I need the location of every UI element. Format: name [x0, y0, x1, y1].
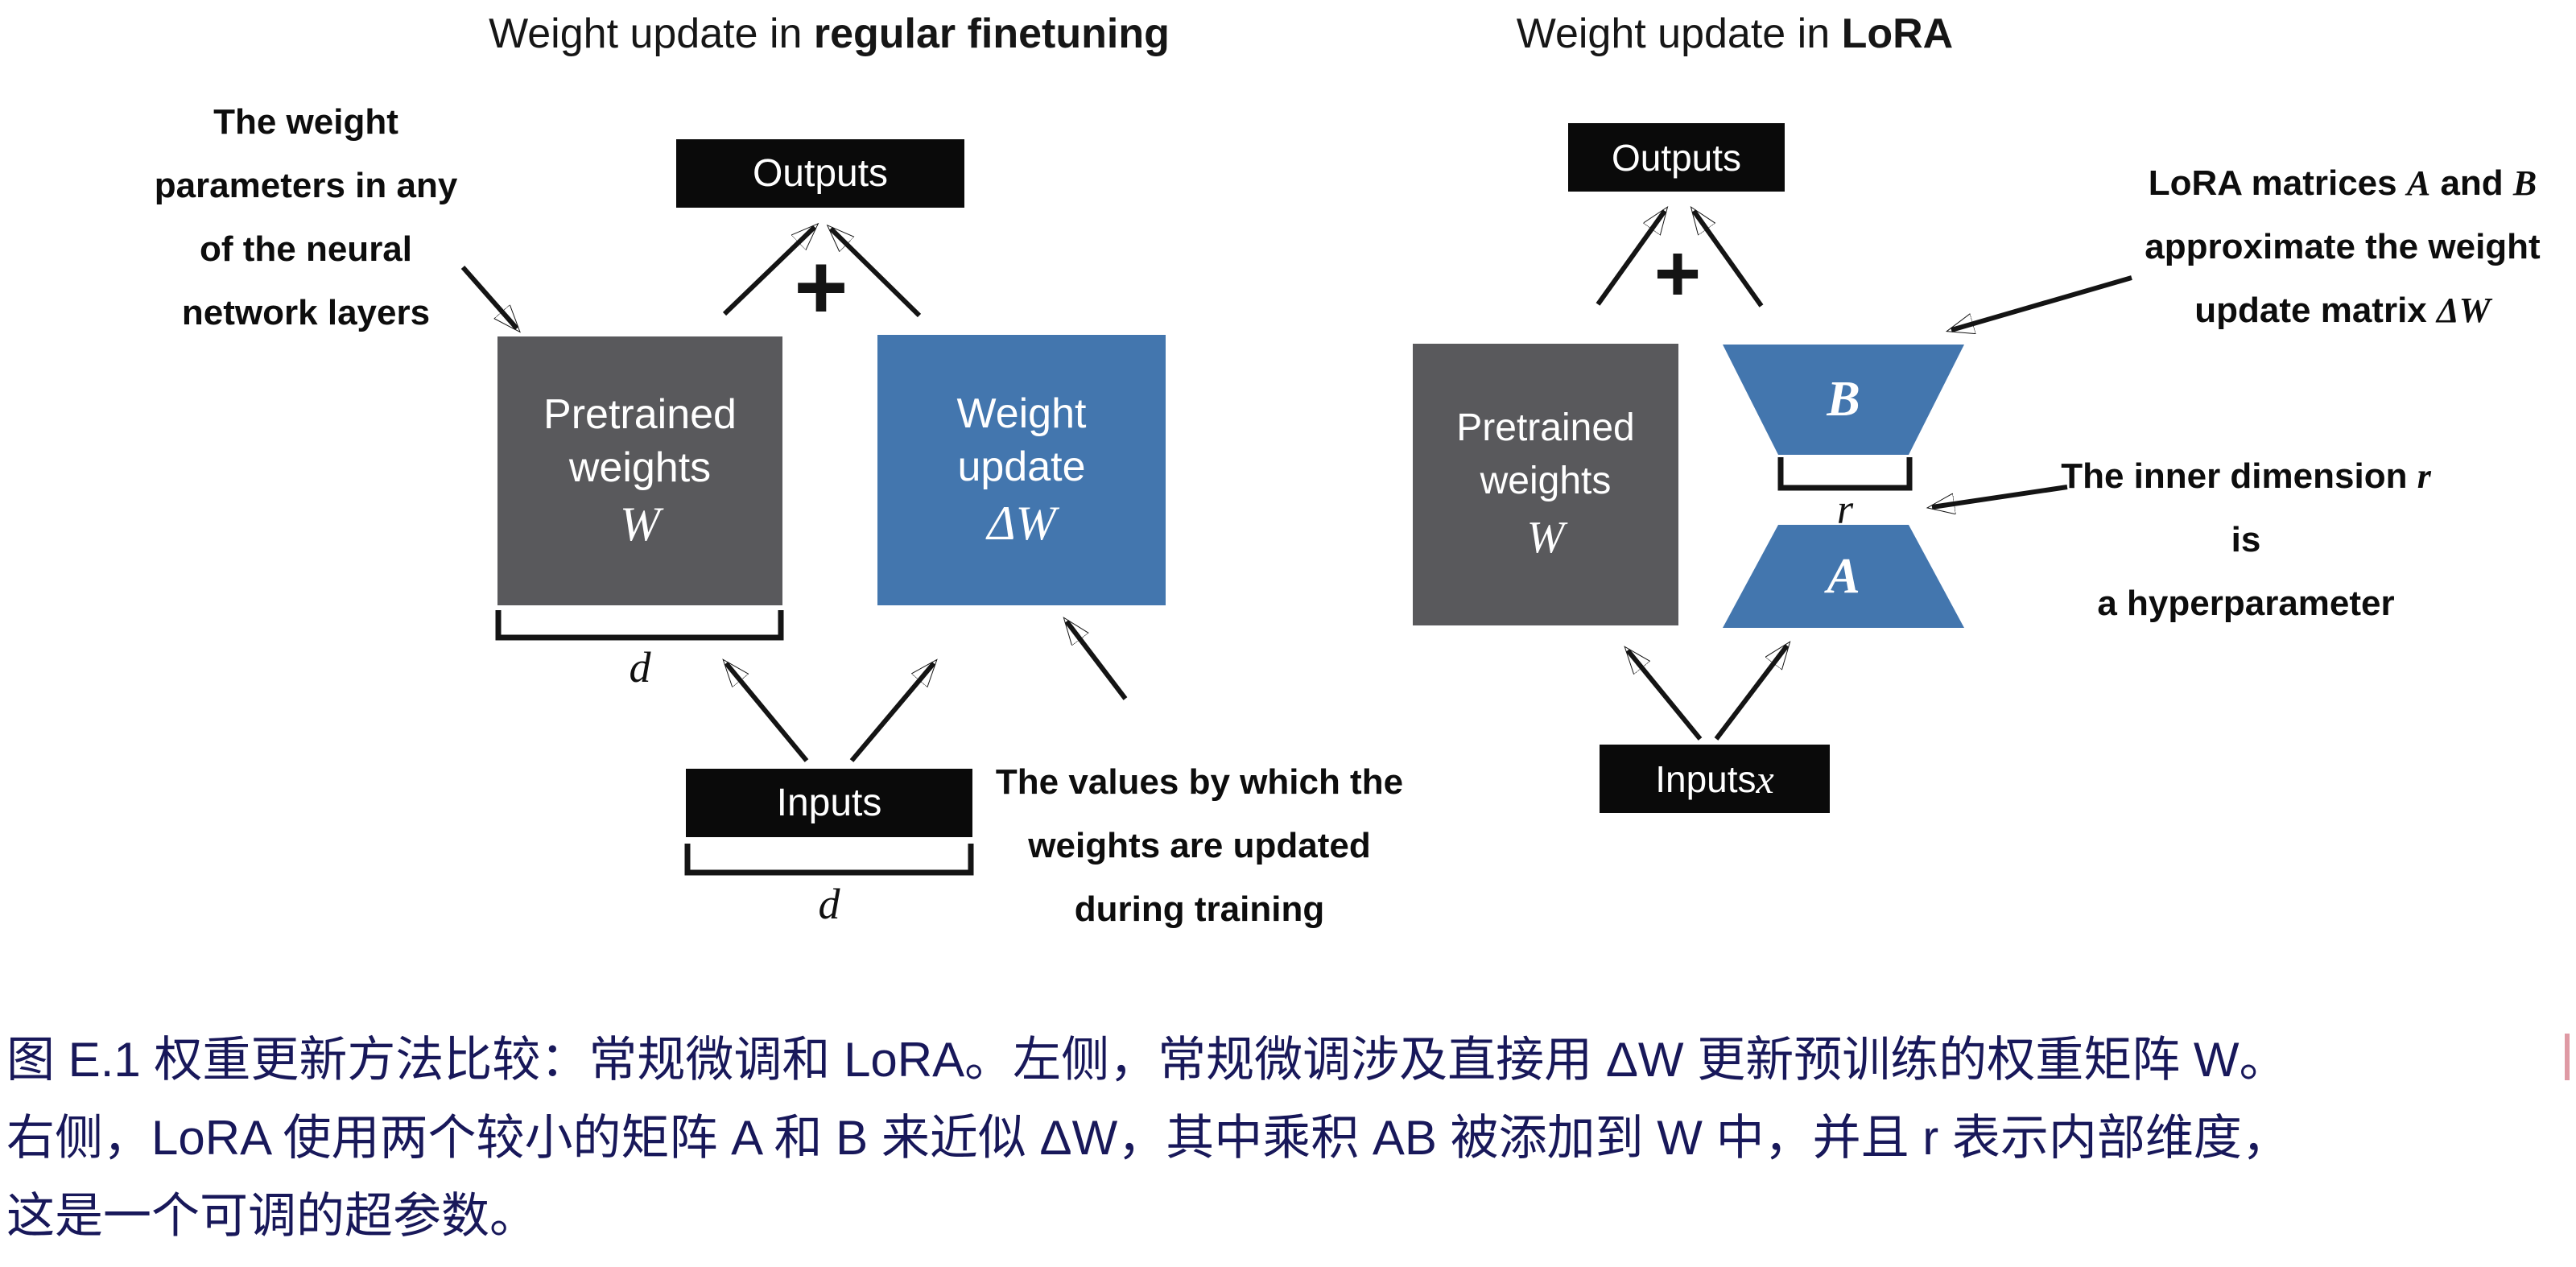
bracket-d-inputs — [684, 844, 974, 876]
left-outputs-label: Outputs — [752, 152, 889, 195]
d-dimension-label-inputs: d — [818, 880, 840, 928]
right-outputs-box: Outputs — [1568, 123, 1785, 192]
bracket-d-weights — [495, 610, 784, 641]
right-title-bold: LoRA — [1841, 10, 1954, 57]
pretrained-weights-box-left: Pretrained weights W — [497, 336, 782, 605]
arrow-values-note-to-dw — [1067, 621, 1128, 700]
right-title-prefix: Weight update in — [1516, 10, 1842, 57]
r-dimension-label: r — [1836, 487, 1854, 533]
right-panel-title: Weight update in LoRA — [1493, 10, 1976, 58]
bracket-r — [1777, 457, 1913, 491]
arrow-inputsx-to-a — [1714, 646, 1787, 741]
figure-caption: 图 E.1 权重更新方法比较：常规微调和 LoRA。左侧，常规微调涉及直接用 Δ… — [6, 1021, 2576, 1255]
delta-w-symbol: ΔW — [987, 497, 1056, 550]
left-title-bold: regular finetuning — [813, 10, 1170, 57]
pretrained-label-line2: weights — [1480, 460, 1612, 502]
caption-line-3: 这是一个可调的超参数。 — [6, 1189, 538, 1243]
update-label-line1: Weight — [956, 390, 1087, 437]
weight-update-box: Weight update ΔW — [877, 335, 1166, 605]
arrow-inputs-to-dw — [849, 663, 934, 762]
inputs-x-symbol: x — [1756, 756, 1774, 802]
matrix-a-symbol: A — [1827, 548, 1860, 604]
inner-dimension-note: The inner dimension r is a hyperparamete… — [2061, 456, 2431, 623]
cursor-artifact — [2565, 1034, 2570, 1080]
left-inputs-label: Inputs — [776, 782, 882, 824]
left-outputs-box: Outputs — [676, 139, 964, 208]
lora-matrices-note: LoRA matrices A and B approximate the we… — [2145, 163, 2541, 330]
matrix-b-symbol: B — [1827, 372, 1860, 427]
d-dimension-label-weights: d — [629, 643, 651, 691]
left-plus-sign: + — [794, 236, 848, 339]
pretrained-label-line1: Pretrained — [543, 391, 737, 438]
lora-matrix-a: A — [1723, 525, 1964, 628]
caption-line-2: 右侧，LoRA 使用两个较小的矩阵 A 和 B 来近似 ΔW，其中乘积 AB 被… — [6, 1111, 2290, 1165]
pretrained-label-line2: weights — [568, 444, 712, 491]
pretrained-w-symbol: W — [620, 497, 660, 551]
update-label-line2: update — [957, 444, 1086, 490]
lora-matrix-b: B — [1723, 345, 1964, 455]
pretrained-label-line1: Pretrained — [1456, 407, 1635, 449]
right-plus-sign: + — [1653, 229, 1702, 319]
left-panel-title: Weight update in regular finetuning — [427, 10, 1232, 58]
left-inputs-box: Inputs — [686, 769, 972, 837]
weights-parameters-note: The weight parameters in any of the neur… — [154, 102, 458, 332]
right-inputs-box: Inputs x — [1600, 745, 1830, 813]
right-outputs-label: Outputs — [1611, 136, 1742, 179]
arrow-inputs-to-w — [726, 663, 809, 762]
arrow-ab-note-to-b — [1951, 275, 2132, 330]
values-updated-note: The values by which the weights are upda… — [995, 762, 1404, 929]
pretrained-weights-box-right: Pretrained weights W — [1413, 344, 1678, 625]
pretrained-w-symbol: W — [1526, 513, 1565, 563]
left-title-prefix: Weight update in — [489, 10, 814, 57]
caption-line-1: 图 E.1 权重更新方法比较：常规微调和 LoRA。左侧，常规微调涉及直接用 Δ… — [6, 1033, 2288, 1087]
right-inputs-label: Inputs — [1655, 757, 1757, 800]
arrow-inputsx-to-w2 — [1628, 650, 1703, 741]
